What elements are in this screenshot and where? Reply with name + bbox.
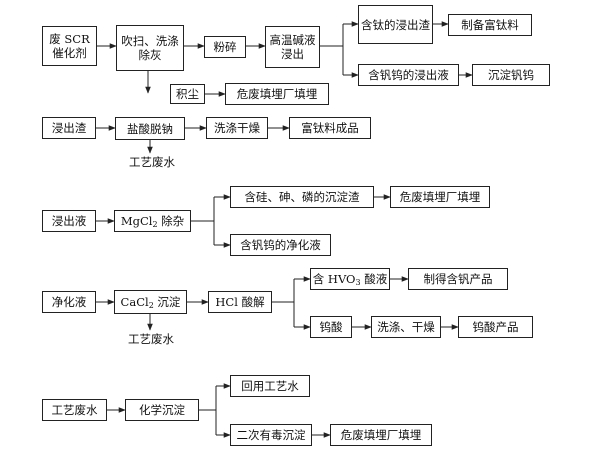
tungstic-product-label: 钨酸产品 [472,320,519,334]
secondary-toxic-box: 二次有毒沉淀 [230,424,312,446]
leachate-box: 浸出液 [42,210,96,232]
hazard-landfill-box-2: 危废填埋厂填埋 [390,186,490,208]
secondary-toxic-label: 二次有毒沉淀 [236,428,306,442]
vw-purified-label: 含钒钨的净化液 [240,238,321,252]
chem-precip-box: 化学沉淀 [125,399,199,421]
vw-leachate-label: 含钒钨的浸出液 [368,68,449,82]
mgcl2-removal-label: MgCl2 除杂 [120,214,185,229]
ti-residue-label: 含钛的浸出渣 [361,17,430,32]
cacl2-precip-box: CaCl2 沉淀 [114,290,187,314]
hvo3-acid-box: 含 HVO3 酸液 [310,268,390,290]
blow-wash-box: 吹扫、洗涤除灰 [116,25,184,71]
wash-dry-box-1: 洗涤干燥 [206,117,268,139]
ti-residue-box: 含钛的浸出渣 [358,5,433,44]
leachate-label: 浸出液 [51,214,87,228]
hcl-acidolysis-box: HCl 酸解 [208,291,272,313]
chem-precip-label: 化学沉淀 [139,403,185,417]
hcl-desodium-label: 盐酸脱钠 [127,121,173,136]
crushing-box: 粉碎 [204,36,246,58]
branch-precip-split [199,386,217,435]
recycle-water-label: 回用工艺水 [241,379,299,393]
purified-label: 净化液 [51,295,87,309]
alkali-leach-label: 高温碱液浸出 [269,33,316,61]
hcl-acidolysis-label: HCl 酸解 [215,295,265,309]
leach-residue-label: 浸出渣 [51,121,87,135]
make-ti-rich-label: 制备富钛料 [461,18,519,32]
wastewater-box: 工艺废水 [42,399,107,421]
wastewater-label-3: 工艺废水 [51,403,98,417]
mgcl2-removal-box: MgCl2 除杂 [114,210,191,232]
precip-vw-box: 沉淀钒钨 [472,64,550,86]
hazard-landfill-label-2: 危废填埋厂填埋 [399,190,481,204]
si-as-p-residue-box: 含硅、砷、磷的沉淀渣 [230,186,374,208]
v-product-label: 制得含钒产品 [423,272,493,286]
si-as-p-residue-label: 含硅、砷、磷的沉淀渣 [244,190,360,204]
spent-scr-catalyst-label: 废 SCR 催化剂 [49,32,90,60]
wash-dry-box-2: 洗涤、干燥 [371,316,441,338]
ti-rich-product-label: 富钛料成品 [301,121,359,135]
wastewater-label-1: 工艺废水 [129,155,175,169]
crushing-label: 粉碎 [213,40,237,54]
hazard-landfill-label-1: 危废填埋厂填埋 [236,87,318,101]
hazard-landfill-box-1: 危废填埋厂填埋 [225,83,329,105]
wash-dry-label-1: 洗涤干燥 [214,121,260,135]
vw-leachate-box: 含钒钨的浸出液 [358,64,459,86]
hcl-desodium-box: 盐酸脱钠 [115,117,185,140]
vw-purified-box: 含钒钨的净化液 [230,234,331,256]
tungstic-acid-box: 钨酸 [310,316,352,338]
make-ti-rich-box: 制备富钛料 [448,14,532,36]
purified-box: 净化液 [42,291,96,313]
recycle-water-box: 回用工艺水 [230,375,310,397]
hazard-landfill-box-3: 危废填埋厂填埋 [330,424,432,446]
alkali-leach-box: 高温碱液浸出 [265,26,320,68]
v-product-box: 制得含钒产品 [408,268,508,290]
branch-mgcl2-split [191,197,215,245]
ti-rich-product-box: 富钛料成品 [289,117,371,139]
blow-wash-label: 吹扫、洗涤除灰 [121,34,179,62]
wash-dry-label-2: 洗涤、干燥 [377,320,435,334]
dust-box: 积尘 [170,84,205,104]
branch-leach-split [320,24,344,75]
spent-scr-catalyst-box: 废 SCR 催化剂 [42,26,97,66]
hvo3-acid-label: 含 HVO3 酸液 [312,272,388,287]
precip-vw-label: 沉淀钒钨 [488,68,534,82]
tungstic-product-box: 钨酸产品 [458,316,533,338]
leach-residue-box: 浸出渣 [42,117,96,139]
branch-hcl-split [272,279,295,327]
hazard-landfill-label-3: 危废填埋厂填埋 [340,428,422,442]
cacl2-precip-label: CaCl2 沉淀 [120,295,181,310]
wastewater-label-2: 工艺废水 [128,332,174,346]
tungstic-acid-label: 钨酸 [319,320,343,334]
dust-label: 积尘 [176,87,199,101]
